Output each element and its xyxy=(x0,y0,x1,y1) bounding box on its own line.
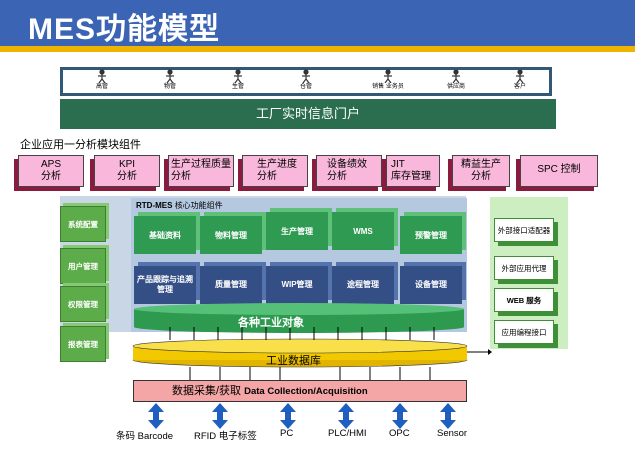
core-quality-mgmt: 质量管理 xyxy=(200,266,262,304)
module-equipment: 设备绩效分析 xyxy=(316,155,382,187)
data-acquisition-bar: 数据采集/获取 Data Collection/Acquisition xyxy=(133,380,467,402)
source-pc: PC xyxy=(280,428,294,439)
core-routing-mgmt: 途程管理 xyxy=(332,266,394,304)
person-icon xyxy=(452,69,460,83)
role-label: 销售 业务员 xyxy=(372,84,404,90)
module-line1: JIT xyxy=(391,159,405,170)
db-acq-arrows xyxy=(189,367,431,380)
right-item-web-service: WEB 服务 xyxy=(494,288,554,312)
core-product-tracking: 产品跟踪与追溯管理 xyxy=(134,266,196,304)
module-spc: SPC 控制 xyxy=(520,155,598,187)
header-stripe xyxy=(0,46,635,52)
role-figure: 生管 xyxy=(216,69,260,91)
side-item-user-mgmt: 用户管理 xyxy=(60,248,106,284)
database-label: 工业数据库 xyxy=(266,355,321,367)
person-icon xyxy=(166,69,174,83)
core-brand: RTD-MES xyxy=(136,201,173,210)
database-cylinder xyxy=(132,338,468,368)
role-label: 仓管 xyxy=(299,84,312,90)
role-figure: 销售 业务员 xyxy=(366,69,410,91)
page-title: MES功能模型 xyxy=(28,13,221,46)
core-equipment-mgmt: 设备管理 xyxy=(400,266,462,304)
source-barcode: 条码 Barcode xyxy=(116,431,174,442)
person-icon xyxy=(234,69,242,83)
person-icon xyxy=(516,69,524,83)
header-bar xyxy=(0,0,635,46)
person-icon xyxy=(98,69,106,83)
source-arrows xyxy=(148,403,456,429)
module-quality: 生产过程质量分析 xyxy=(168,155,234,187)
module-line1: APS xyxy=(40,159,61,170)
module-line1: KPI xyxy=(118,159,136,170)
person-icon xyxy=(302,69,310,83)
right-item-adapter: 外部接口适配器 xyxy=(494,218,554,242)
acq-label-en: Data Collection/Acquisition xyxy=(244,386,368,397)
role-figure: 物管 xyxy=(148,69,192,91)
enterprise-section-label: 企业应用一分析模块组件 xyxy=(20,139,141,151)
role-label: 物管 xyxy=(163,84,176,90)
roles-bar xyxy=(60,67,552,96)
right-item-api: 应用编程接口 xyxy=(494,320,554,344)
module-line1: 设备绩效 xyxy=(327,159,367,170)
module-line1: 精益生产 xyxy=(461,159,501,170)
core-basic-data: 基础资料 xyxy=(134,216,196,254)
module-line1: 生产进度 xyxy=(257,159,297,170)
source-sensor: Sensor xyxy=(437,428,468,439)
objects-label: 各种工业对象 xyxy=(238,317,304,329)
module-line1: 生产过程质量 xyxy=(171,159,231,170)
role-figure: 高管 xyxy=(80,69,124,91)
role-figure: 客户 xyxy=(498,69,542,91)
role-label: 客户 xyxy=(513,84,526,90)
module-line2: 分析 xyxy=(117,171,137,182)
source-opc: OPC xyxy=(389,428,410,439)
role-figure: 仓管 xyxy=(284,69,328,91)
side-item-permission-mgmt: 权限管理 xyxy=(60,286,106,322)
side-item-system-config: 系统配置 xyxy=(60,206,106,242)
module-line2: 分析 xyxy=(41,171,61,182)
role-label: 生管 xyxy=(231,84,244,90)
module-line2: 分析 xyxy=(171,171,191,182)
module-line2: 分析 xyxy=(471,171,491,182)
right-item-proxy: 外部应用代理 xyxy=(494,256,554,280)
module-lean: 精益生产分析 xyxy=(452,155,510,187)
side-item-report-mgmt: 报表管理 xyxy=(60,326,106,362)
portal-bar: 工厂实时信息门户 xyxy=(60,99,556,129)
role-label: 供应商 xyxy=(446,84,465,90)
core-wms: WMS xyxy=(332,212,394,250)
source-plc-hmi: PLC/HMI xyxy=(328,428,367,439)
db-right-arrow xyxy=(467,349,492,355)
core-subtitle: 核心功能组件 xyxy=(174,201,223,210)
object-db-arrows xyxy=(169,327,435,340)
objects-cylinder xyxy=(134,303,464,333)
role-figure: 供应商 xyxy=(434,69,478,91)
source-rfid: RFID 电子标签 xyxy=(194,431,257,442)
core-production-mgmt: 生产管理 xyxy=(266,212,328,250)
module-line2: 库存管理 xyxy=(391,171,431,182)
core-material-mgmt: 物料管理 xyxy=(200,216,262,254)
person-icon xyxy=(384,69,392,83)
core-wip-mgmt: WIP管理 xyxy=(266,266,328,304)
module-line2: 分析 xyxy=(257,171,277,182)
core-panel-title: RTD-MES 核心功能组件 xyxy=(136,200,223,211)
acq-label-cn: 数据采集/获取 xyxy=(172,385,242,397)
module-line1: SPC 控制 xyxy=(537,164,581,175)
core-alert-mgmt: 预警管理 xyxy=(400,216,462,254)
module-line2: 分析 xyxy=(327,171,347,182)
module-progress: 生产进度分析 xyxy=(242,155,308,187)
role-label: 高管 xyxy=(95,84,108,90)
